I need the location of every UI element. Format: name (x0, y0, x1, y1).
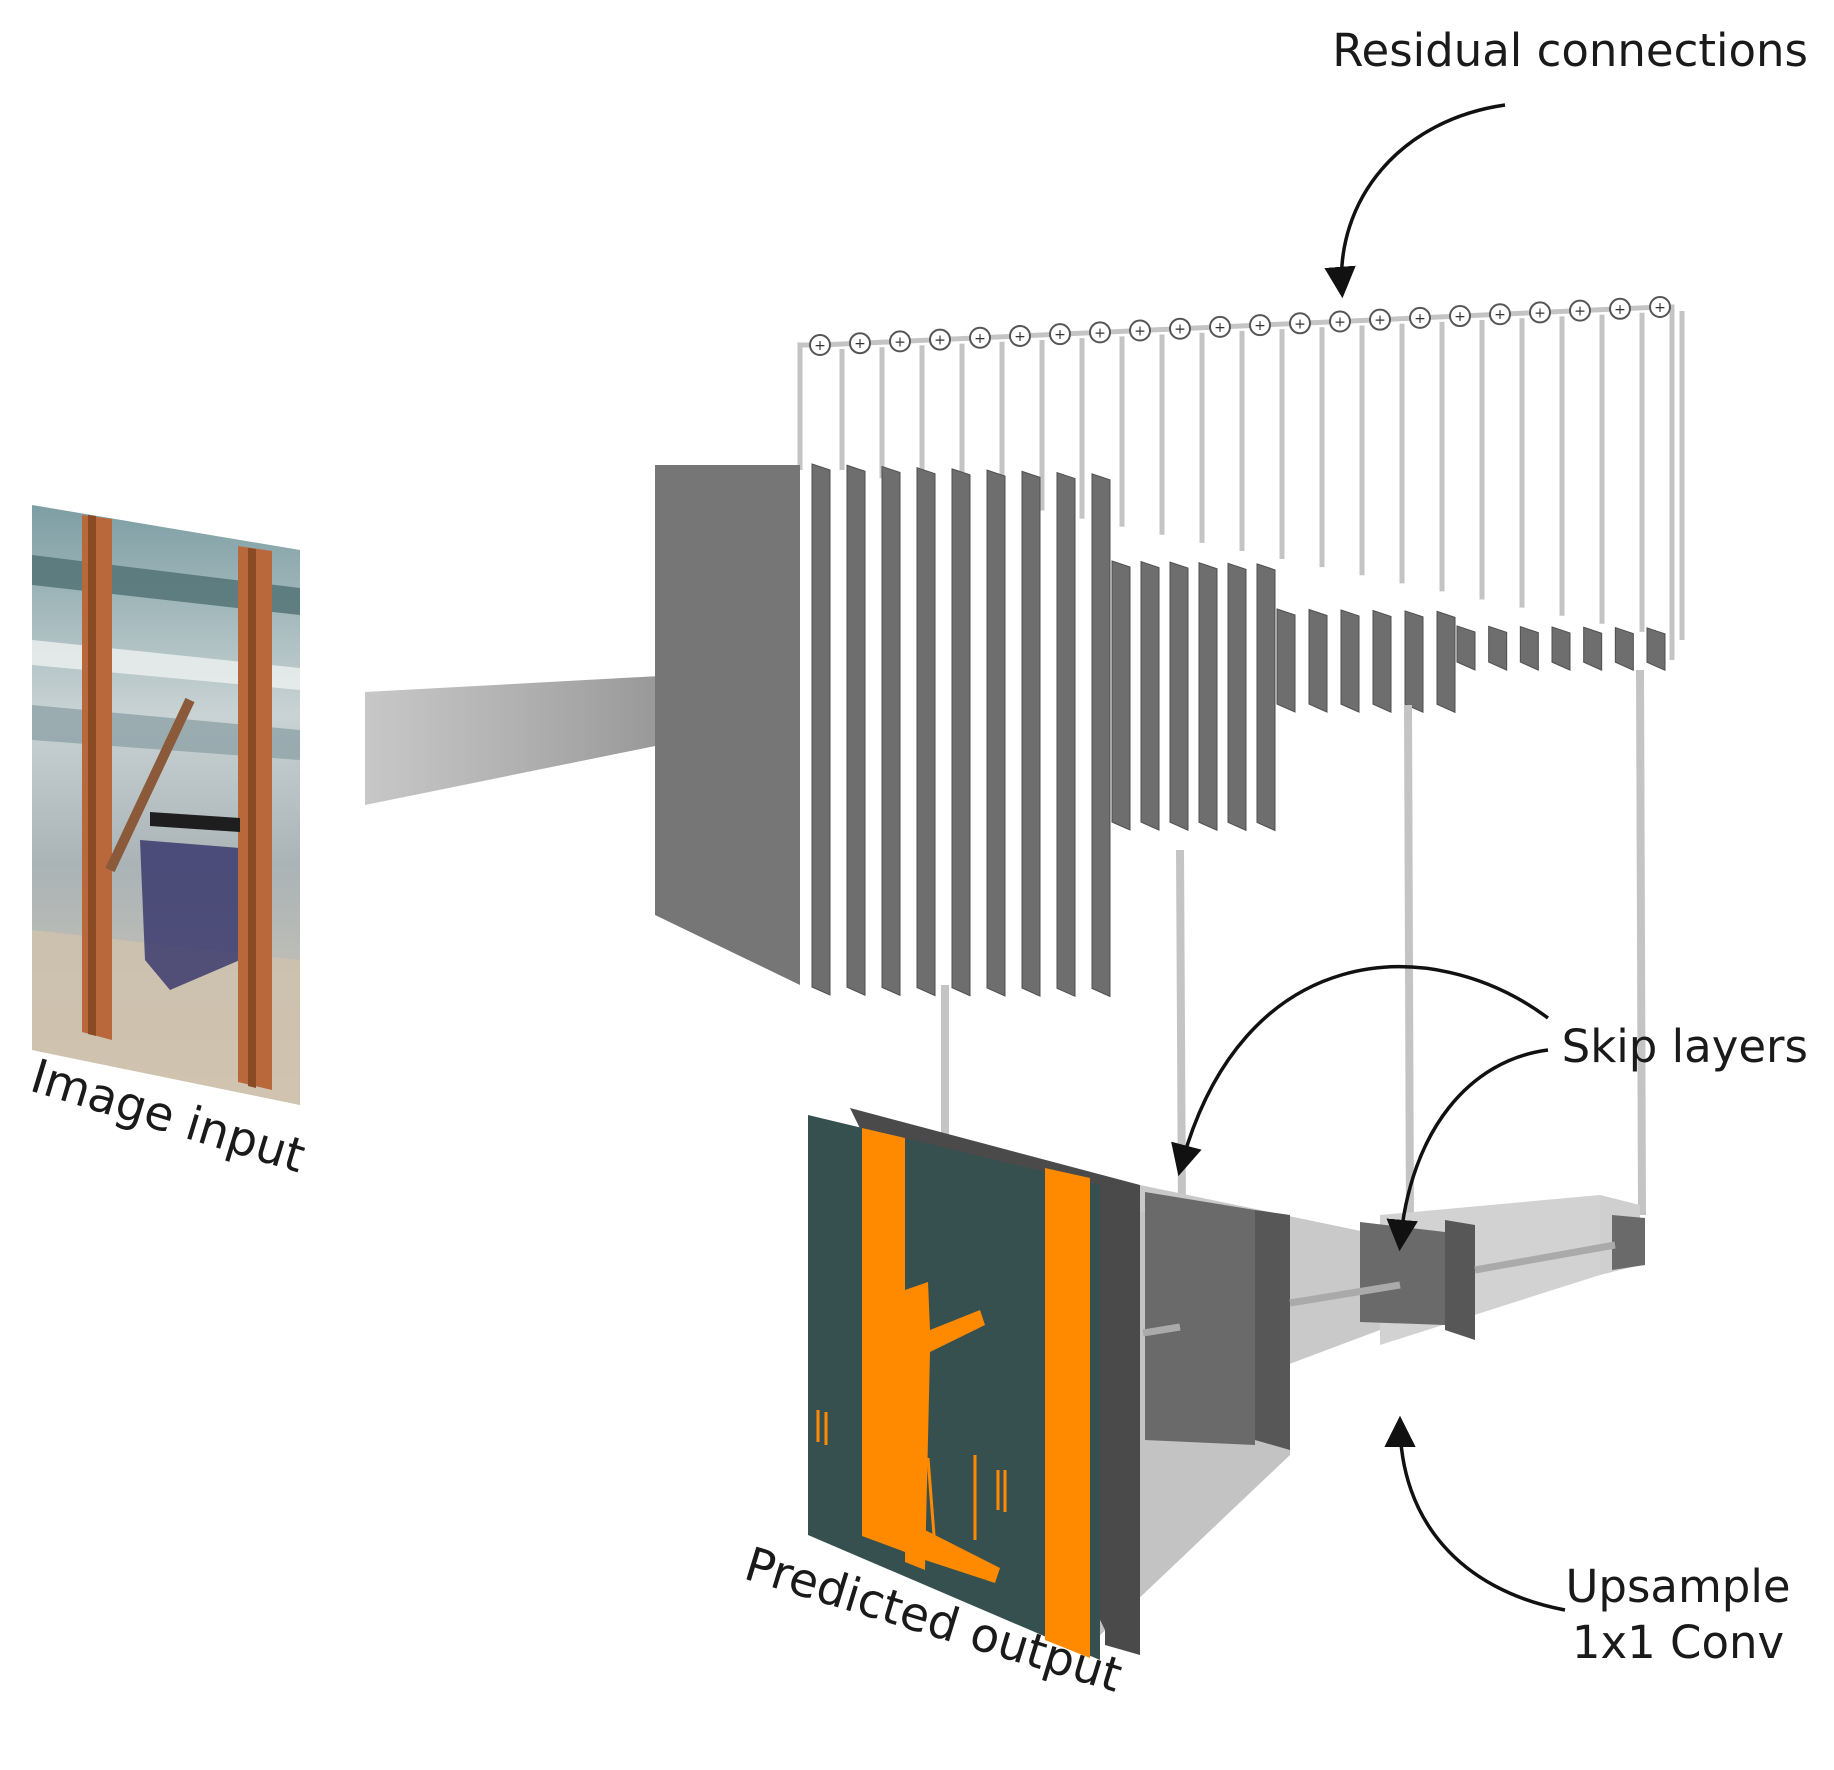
circled-plus-icon: + (1089, 321, 1111, 344)
svg-text:+: + (1614, 302, 1626, 318)
conv-layer-plate (986, 469, 1006, 997)
circled-plus-icon: + (1449, 305, 1471, 328)
svg-text:+: + (1254, 318, 1266, 334)
conv-layer-plate (1372, 609, 1392, 713)
skip-rod-4 (1636, 669, 1646, 1216)
conv-layer-plate (881, 465, 901, 997)
circled-plus-icon: + (1009, 324, 1031, 347)
svg-text:+: + (1454, 309, 1466, 325)
encoder-stack-4 (1456, 625, 1666, 672)
circled-plus-icon: + (1369, 308, 1391, 331)
curved-arrow-icon (1171, 965, 1550, 1177)
svg-text:+: + (1134, 324, 1146, 340)
skip-layers-label: Skip layers (1562, 1020, 1808, 1073)
residual-wires (797, 304, 1685, 660)
conv-layer-plate (846, 464, 866, 996)
svg-text:+: + (1654, 300, 1666, 316)
conv-layer-plate (1198, 562, 1218, 832)
conv-layer-plate (916, 466, 936, 997)
conv-layer-plate (1021, 470, 1041, 997)
conv-layer-plate (1340, 609, 1360, 713)
circled-plus-icon: + (889, 330, 911, 353)
conv-layer-plate (1140, 560, 1160, 831)
circled-plus-icon: + (1289, 312, 1311, 335)
conv-layer-plate (1436, 610, 1456, 714)
svg-text:+: + (1414, 311, 1426, 327)
conv-layer-plate (1227, 562, 1247, 832)
decoder-plane-2a (1255, 1210, 1290, 1450)
circled-plus-icon: + (929, 328, 951, 351)
decoder-plane-4a (1612, 1215, 1645, 1270)
conv-layer-plate (811, 463, 831, 996)
conv-layer-plate (1276, 608, 1296, 713)
conv-layer-plate (951, 468, 971, 997)
svg-text:+: + (1214, 320, 1226, 336)
conv-layer-plate (1614, 626, 1634, 672)
circled-plus-icon: + (1409, 306, 1431, 329)
decoder-plane-3b (1360, 1222, 1445, 1325)
circled-plus-icon: + (1529, 301, 1551, 324)
conv-layer-plate (1308, 608, 1328, 713)
residual-connections-label: Residual connections (1332, 24, 1808, 77)
svg-text:+: + (1374, 313, 1386, 329)
svg-text:+: + (974, 331, 986, 347)
encoder-stack-3 (1276, 608, 1456, 714)
conv-layer-plate (1646, 627, 1666, 672)
circled-plus-icon: + (969, 326, 991, 349)
conv-layer-plate (1256, 563, 1276, 832)
conv-layer-plate (1056, 471, 1076, 998)
circled-plus-icon: + (1329, 310, 1351, 333)
decoder-plane-2b (1145, 1192, 1255, 1445)
svg-text:+: + (1294, 316, 1306, 332)
circled-plus-icon: + (849, 332, 871, 355)
encoder-stack-1 (655, 463, 1111, 998)
circled-plus-icon: + (1049, 323, 1071, 346)
circled-plus-icon: + (1569, 299, 1591, 322)
circled-plus-icon: + (1129, 319, 1151, 342)
upsample-label: Upsample (1565, 1560, 1790, 1613)
annotation-arrows (1171, 103, 1566, 1612)
circled-plus-icon: + (809, 334, 831, 356)
input-image-photo (32, 505, 300, 1105)
circled-plus-icon: + (1169, 317, 1191, 340)
svg-text:+: + (814, 338, 826, 354)
conv-layer-plate (1169, 561, 1189, 831)
residual-junction-row: + + + + + + + + + + + + + + + + + + + + + + (809, 296, 1671, 356)
conv-layer-plate (1456, 625, 1476, 671)
curved-arrow-icon (1386, 1048, 1549, 1252)
conv-layer-plate (1111, 560, 1131, 831)
svg-text:+: + (1494, 307, 1506, 323)
circled-plus-icon: + (1489, 303, 1511, 326)
decoder-upsample (1095, 1185, 1645, 1640)
predicted-output-map (808, 1108, 1140, 1660)
svg-text:+: + (1094, 325, 1106, 341)
conv-layer-plate (1091, 473, 1111, 998)
conv-layer-plate (1583, 626, 1603, 671)
svg-text:+: + (894, 334, 906, 350)
svg-text:+: + (1014, 329, 1026, 345)
conv-layer-plate (1404, 610, 1424, 714)
circled-plus-icon: + (1249, 314, 1271, 337)
conv-layer-plate (1519, 625, 1539, 671)
skip-rods (941, 669, 1646, 1231)
curved-arrow-icon (1384, 1415, 1566, 1612)
svg-text:+: + (1174, 322, 1186, 338)
svg-text:+: + (934, 333, 946, 349)
curved-arrow-icon (1324, 103, 1506, 299)
conv-layer-plate (1488, 625, 1508, 671)
circled-plus-icon: + (1649, 296, 1671, 318)
svg-text:+: + (854, 336, 866, 352)
svg-text:+: + (1534, 305, 1546, 321)
circled-plus-icon: + (1209, 315, 1231, 338)
conv-label: 1x1 Conv (1572, 1616, 1784, 1669)
circled-plus-icon: + (1609, 297, 1631, 320)
svg-text:+: + (1054, 327, 1066, 343)
svg-text:+: + (1574, 304, 1586, 320)
decoder-plane-3a (1445, 1220, 1475, 1340)
conv-layer-plate (1551, 626, 1571, 671)
encoder-stack-2 (1111, 560, 1276, 832)
svg-text:+: + (1334, 314, 1346, 330)
